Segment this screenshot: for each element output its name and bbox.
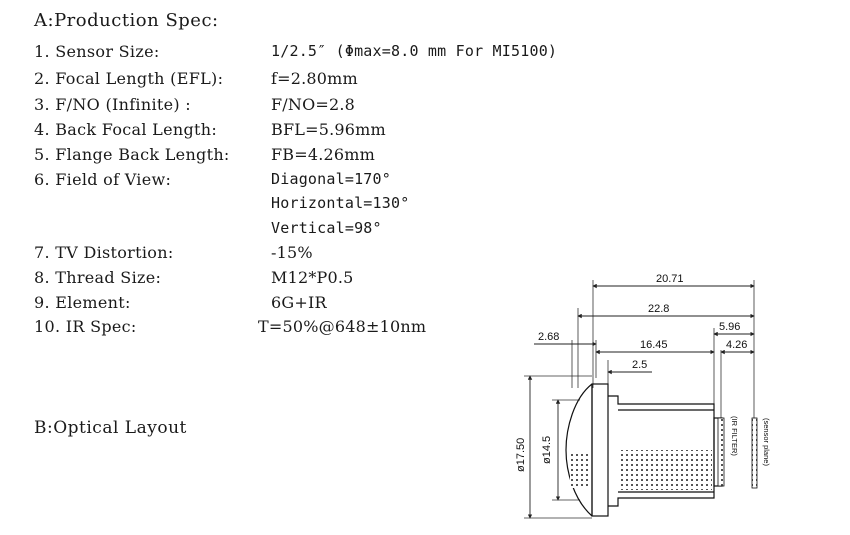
thread-hatching — [620, 450, 712, 490]
spec-value: Horizontal=130° — [271, 194, 410, 212]
sensor-plane-label: (sensor plane) — [762, 418, 771, 466]
spec-value: Diagonal=170° — [271, 170, 391, 188]
spec-label: 10. IR Spec: — [34, 317, 137, 336]
dim-5-96: 5.96 — [719, 321, 740, 333]
dim-4-26: 4.26 — [726, 339, 747, 351]
production-spec-title: A:Production Spec: — [34, 10, 219, 31]
sensor-plane — [751, 417, 758, 489]
spec-label: 1. Sensor Size: — [34, 42, 160, 61]
spec-label: 6. Field of View: — [34, 170, 172, 189]
ir-filter — [717, 417, 725, 487]
spec-label: 9. Element: — [34, 293, 131, 312]
dim-2-68: 2.68 — [538, 331, 559, 343]
spec-value: M12*P0.5 — [271, 268, 354, 287]
dim-dia-17-50: ø17.50 — [515, 438, 527, 472]
spec-value: 6G+IR — [271, 293, 327, 312]
spec-label: 8. Thread Size: — [34, 268, 162, 287]
dim-16-45: 16.45 — [640, 339, 668, 351]
spec-value: Vertical=98° — [271, 219, 382, 237]
spec-label: 4. Back Focal Length: — [34, 120, 218, 139]
ir-filter-label: (IR FILTER) — [730, 416, 739, 456]
spec-label: 7. TV Distortion: — [34, 243, 174, 262]
dim-dia-14-5: ø14.5 — [541, 436, 553, 464]
spec-label: 2. Focal Length (EFL): — [34, 69, 224, 88]
dim-2-5: 2.5 — [632, 359, 647, 371]
spec-value: FB=4.26mm — [271, 145, 376, 164]
dim-22-8: 22.8 — [648, 303, 669, 315]
spec-value: F/NO=2.8 — [271, 95, 356, 114]
spec-value: T=50%@648±10nm — [258, 317, 427, 336]
front-hatching — [570, 452, 590, 488]
dim-20-71: 20.71 — [656, 273, 684, 285]
spec-label: 3. F/NO (Infinite) : — [34, 95, 191, 114]
lens-body — [565, 383, 723, 517]
spec-value: -15% — [271, 243, 313, 262]
optical-layout-title: B:Optical Layout — [34, 418, 187, 438]
dimension-lines — [527, 283, 755, 519]
dimension-values: 20.71 22.8 5.96 4.26 2.68 16.45 2.5 ø17.… — [515, 273, 747, 472]
spec-value: BFL=5.96mm — [271, 120, 386, 139]
spec-label: 5. Flange Back Length: — [34, 145, 230, 164]
lens-technical-drawing: 20.71 22.8 5.96 4.26 2.68 16.45 2.5 ø17.… — [515, 273, 771, 519]
spec-value: f=2.80mm — [271, 69, 358, 88]
spec-value: 1/2.5″ (Φmax=8.0 mm For MI5100) — [271, 42, 558, 60]
